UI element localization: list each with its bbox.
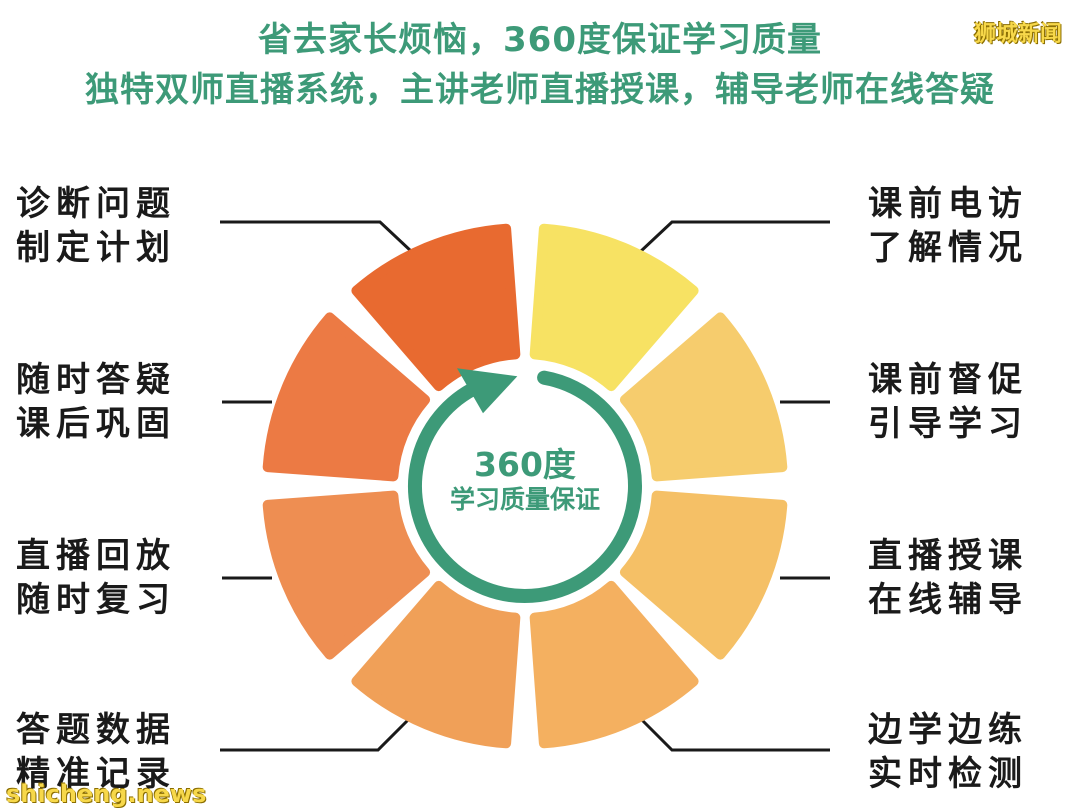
label-left-1-line1: 诊断问题 <box>16 184 176 224</box>
label-right-3-line1: 直播授课 <box>868 536 1028 576</box>
label-right-1: 课前电访 了解情况 <box>868 182 1043 270</box>
cycle-arrow-head <box>457 368 518 414</box>
ring-segment-left-3 <box>262 490 431 660</box>
label-right-1-line1: 课前电访 <box>868 184 1028 224</box>
connector-line-right-4 <box>638 716 830 752</box>
label-left-1: 诊断问题 制定计划 <box>16 182 191 270</box>
label-left-4: 答题数据 精准记录 <box>16 708 191 796</box>
headline-primary: 省去家长烦恼，360度保证学习质量 <box>258 20 822 60</box>
ring-segment-right-4 <box>529 580 699 749</box>
label-right-2-line2: 引导学习 <box>868 404 1028 444</box>
ring-segment-right-1 <box>529 223 699 392</box>
ring-segment-left-2 <box>262 312 431 482</box>
label-left-4-line2: 精准记录 <box>16 754 176 794</box>
label-left-1-line2: 制定计划 <box>16 228 176 268</box>
label-left-2-line1: 随时答疑 <box>16 360 176 400</box>
label-left-2-line2: 课后巩固 <box>16 404 176 444</box>
label-right-4: 边学边练 实时检测 <box>868 708 1043 796</box>
center-subtitle: 学习质量保证 <box>449 485 600 514</box>
cycle-arrow-icon <box>408 368 642 603</box>
label-right-2: 课前督促 引导学习 <box>868 358 1043 446</box>
label-right-3-line2: 在线辅导 <box>868 580 1028 620</box>
label-right-1-line2: 了解情况 <box>868 228 1028 268</box>
center-title: 360度 <box>474 445 576 484</box>
ring-segments <box>262 223 788 749</box>
ring-segment-right-2 <box>619 312 788 482</box>
connector-line-right-1 <box>638 220 830 254</box>
label-right-3: 直播授课 在线辅导 <box>868 534 1043 622</box>
headline-secondary: 独特双师直播系统，主讲老师直播授课，辅导老师在线答疑 <box>85 70 995 110</box>
cycle-arrow-arc <box>408 370 642 603</box>
label-right-4-line1: 边学边练 <box>868 710 1028 750</box>
label-right-4-line2: 实时检测 <box>868 754 1028 794</box>
label-left-3: 直播回放 随时复习 <box>16 534 191 622</box>
label-left-4-line1: 答题数据 <box>16 710 176 750</box>
label-right-2-line1: 课前督促 <box>868 360 1028 400</box>
ring-segment-right-3 <box>619 490 788 660</box>
connector-lines <box>220 220 830 752</box>
connector-line-left-4 <box>220 716 412 752</box>
label-left-3-line2: 随时复习 <box>16 580 176 620</box>
label-left-2: 随时答疑 课后巩固 <box>16 358 191 446</box>
watermark-bottom-left: shicheng.news <box>6 780 207 808</box>
ring-segment-left-4 <box>351 580 521 749</box>
watermark-top-right: 狮城新闻 <box>973 22 1062 47</box>
connector-line-left-1 <box>220 220 414 254</box>
label-left-3-line1: 直播回放 <box>16 536 176 576</box>
